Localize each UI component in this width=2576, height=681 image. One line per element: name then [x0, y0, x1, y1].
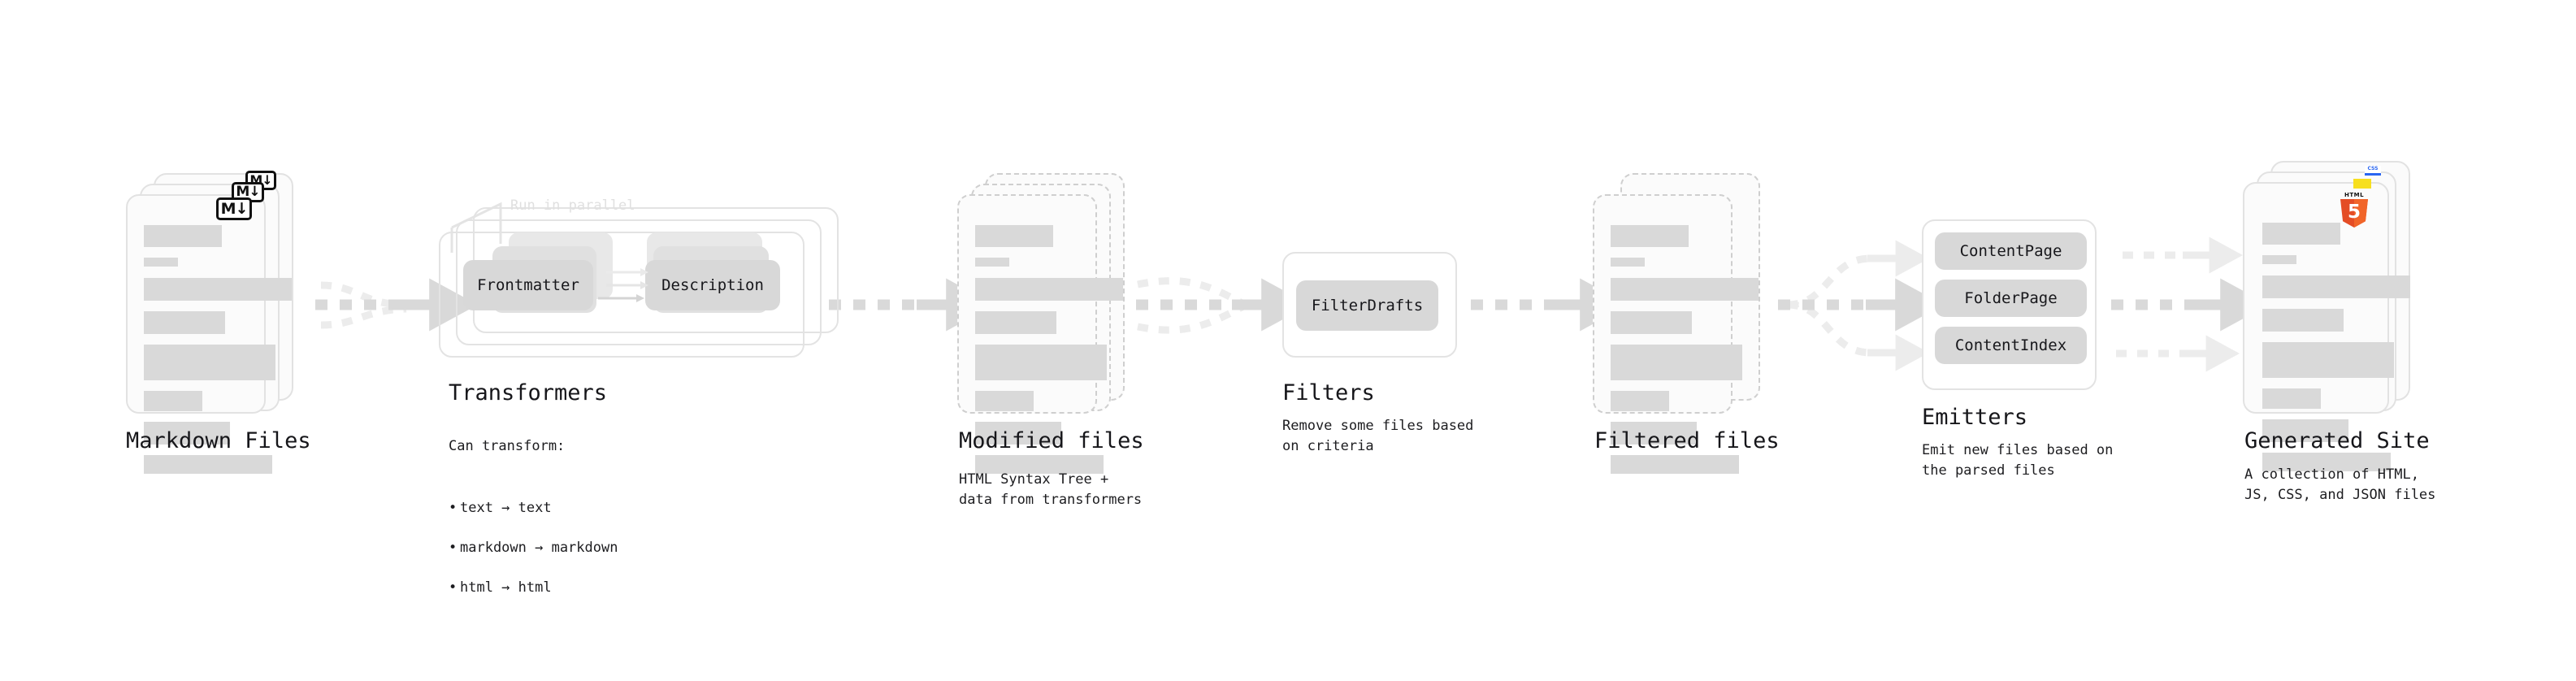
run-in-parallel-label: Run in parallel [510, 197, 635, 214]
connector-emitters-to-site [2111, 236, 2269, 372]
stage-subtitle-transformers: Can transform: text → text markdown → ma… [449, 416, 618, 638]
transformer-group-front [439, 232, 804, 358]
stage-title-generated-site: Generated Site [2244, 428, 2430, 453]
stage-title-filtered-files: Filtered files [1594, 428, 1780, 453]
connector-filtered-to-emitters [1778, 240, 1944, 371]
stage-markdown-files: M↓ M↓ M↓ [126, 171, 321, 474]
transformers-bullet-list: text → text markdown → markdown html → h… [449, 478, 618, 618]
transformers-sub-lead: Can transform: [449, 437, 566, 454]
doc-skeleton-bars [2262, 223, 2413, 482]
js-icon [2353, 179, 2371, 189]
stage-title-transformers: Transformers [449, 380, 608, 406]
chip-contentpage[interactable]: ContentPage [1935, 232, 2087, 270]
html5-shield-inner [2354, 199, 2368, 228]
chip-filterdrafts[interactable]: FilterDrafts [1296, 280, 1438, 331]
transformers-bullet-0: text → text [449, 498, 618, 518]
doc-skeleton-bars [1611, 225, 1762, 484]
stage-filtered-files [1593, 173, 1788, 474]
filters-group: FilterDrafts [1282, 252, 1457, 358]
chip-description[interactable]: Description [645, 260, 780, 310]
stage-filters: FilterDrafts [1282, 252, 1457, 358]
stage-subtitle-generated-site: A collection of HTML, JS, CSS, and JSON … [2244, 466, 2436, 503]
transformers-bullet-2: html → html [449, 578, 618, 598]
transformer-group-middle [456, 219, 822, 345]
markdown-icon: M↓ [216, 197, 252, 220]
transformers-bullet-1: markdown → markdown [449, 538, 618, 558]
connector-modified-to-filters [1136, 277, 1310, 334]
chip-folderpage[interactable]: FolderPage [1935, 280, 2087, 317]
chip-contentindex[interactable]: ContentIndex [1935, 327, 2087, 364]
stage-subtitle-filters: Remove some files based on criteria [1282, 418, 1474, 454]
stage-title-emitters: Emitters [1922, 405, 2028, 430]
css-icon: CSS [2365, 166, 2381, 176]
stage-subtitle-modified-files: HTML Syntax Tree + data from transformer… [959, 471, 1143, 508]
stage-modified-files [957, 173, 1152, 474]
html5-numeral: 5 [2347, 202, 2361, 223]
stage-title-markdown-files: Markdown Files [126, 428, 311, 453]
stage-title-filters: Filters [1282, 380, 1375, 406]
doc-skeleton-bars [144, 225, 295, 484]
html5-icon: HTML 5 [2339, 192, 2370, 228]
doc-skeleton-bars [975, 225, 1126, 484]
chip-frontmatter[interactable]: Frontmatter [463, 260, 593, 310]
connector-md-to-transformers [315, 278, 478, 332]
emitters-group: ContentPage FolderPage ContentIndex [1922, 219, 2097, 390]
stage-generated-site: CSS HTML 5 [2243, 161, 2446, 471]
stage-transformers: Frontmatter Description [439, 207, 845, 358]
html5-wordmark: HTML [2344, 192, 2365, 198]
stage-title-modified-files: Modified files [959, 428, 1144, 453]
stage-subtitle-emitters: Emit new files based on the parsed files [1922, 442, 2114, 479]
stage-emitters: ContentPage FolderPage ContentIndex [1922, 219, 2097, 390]
